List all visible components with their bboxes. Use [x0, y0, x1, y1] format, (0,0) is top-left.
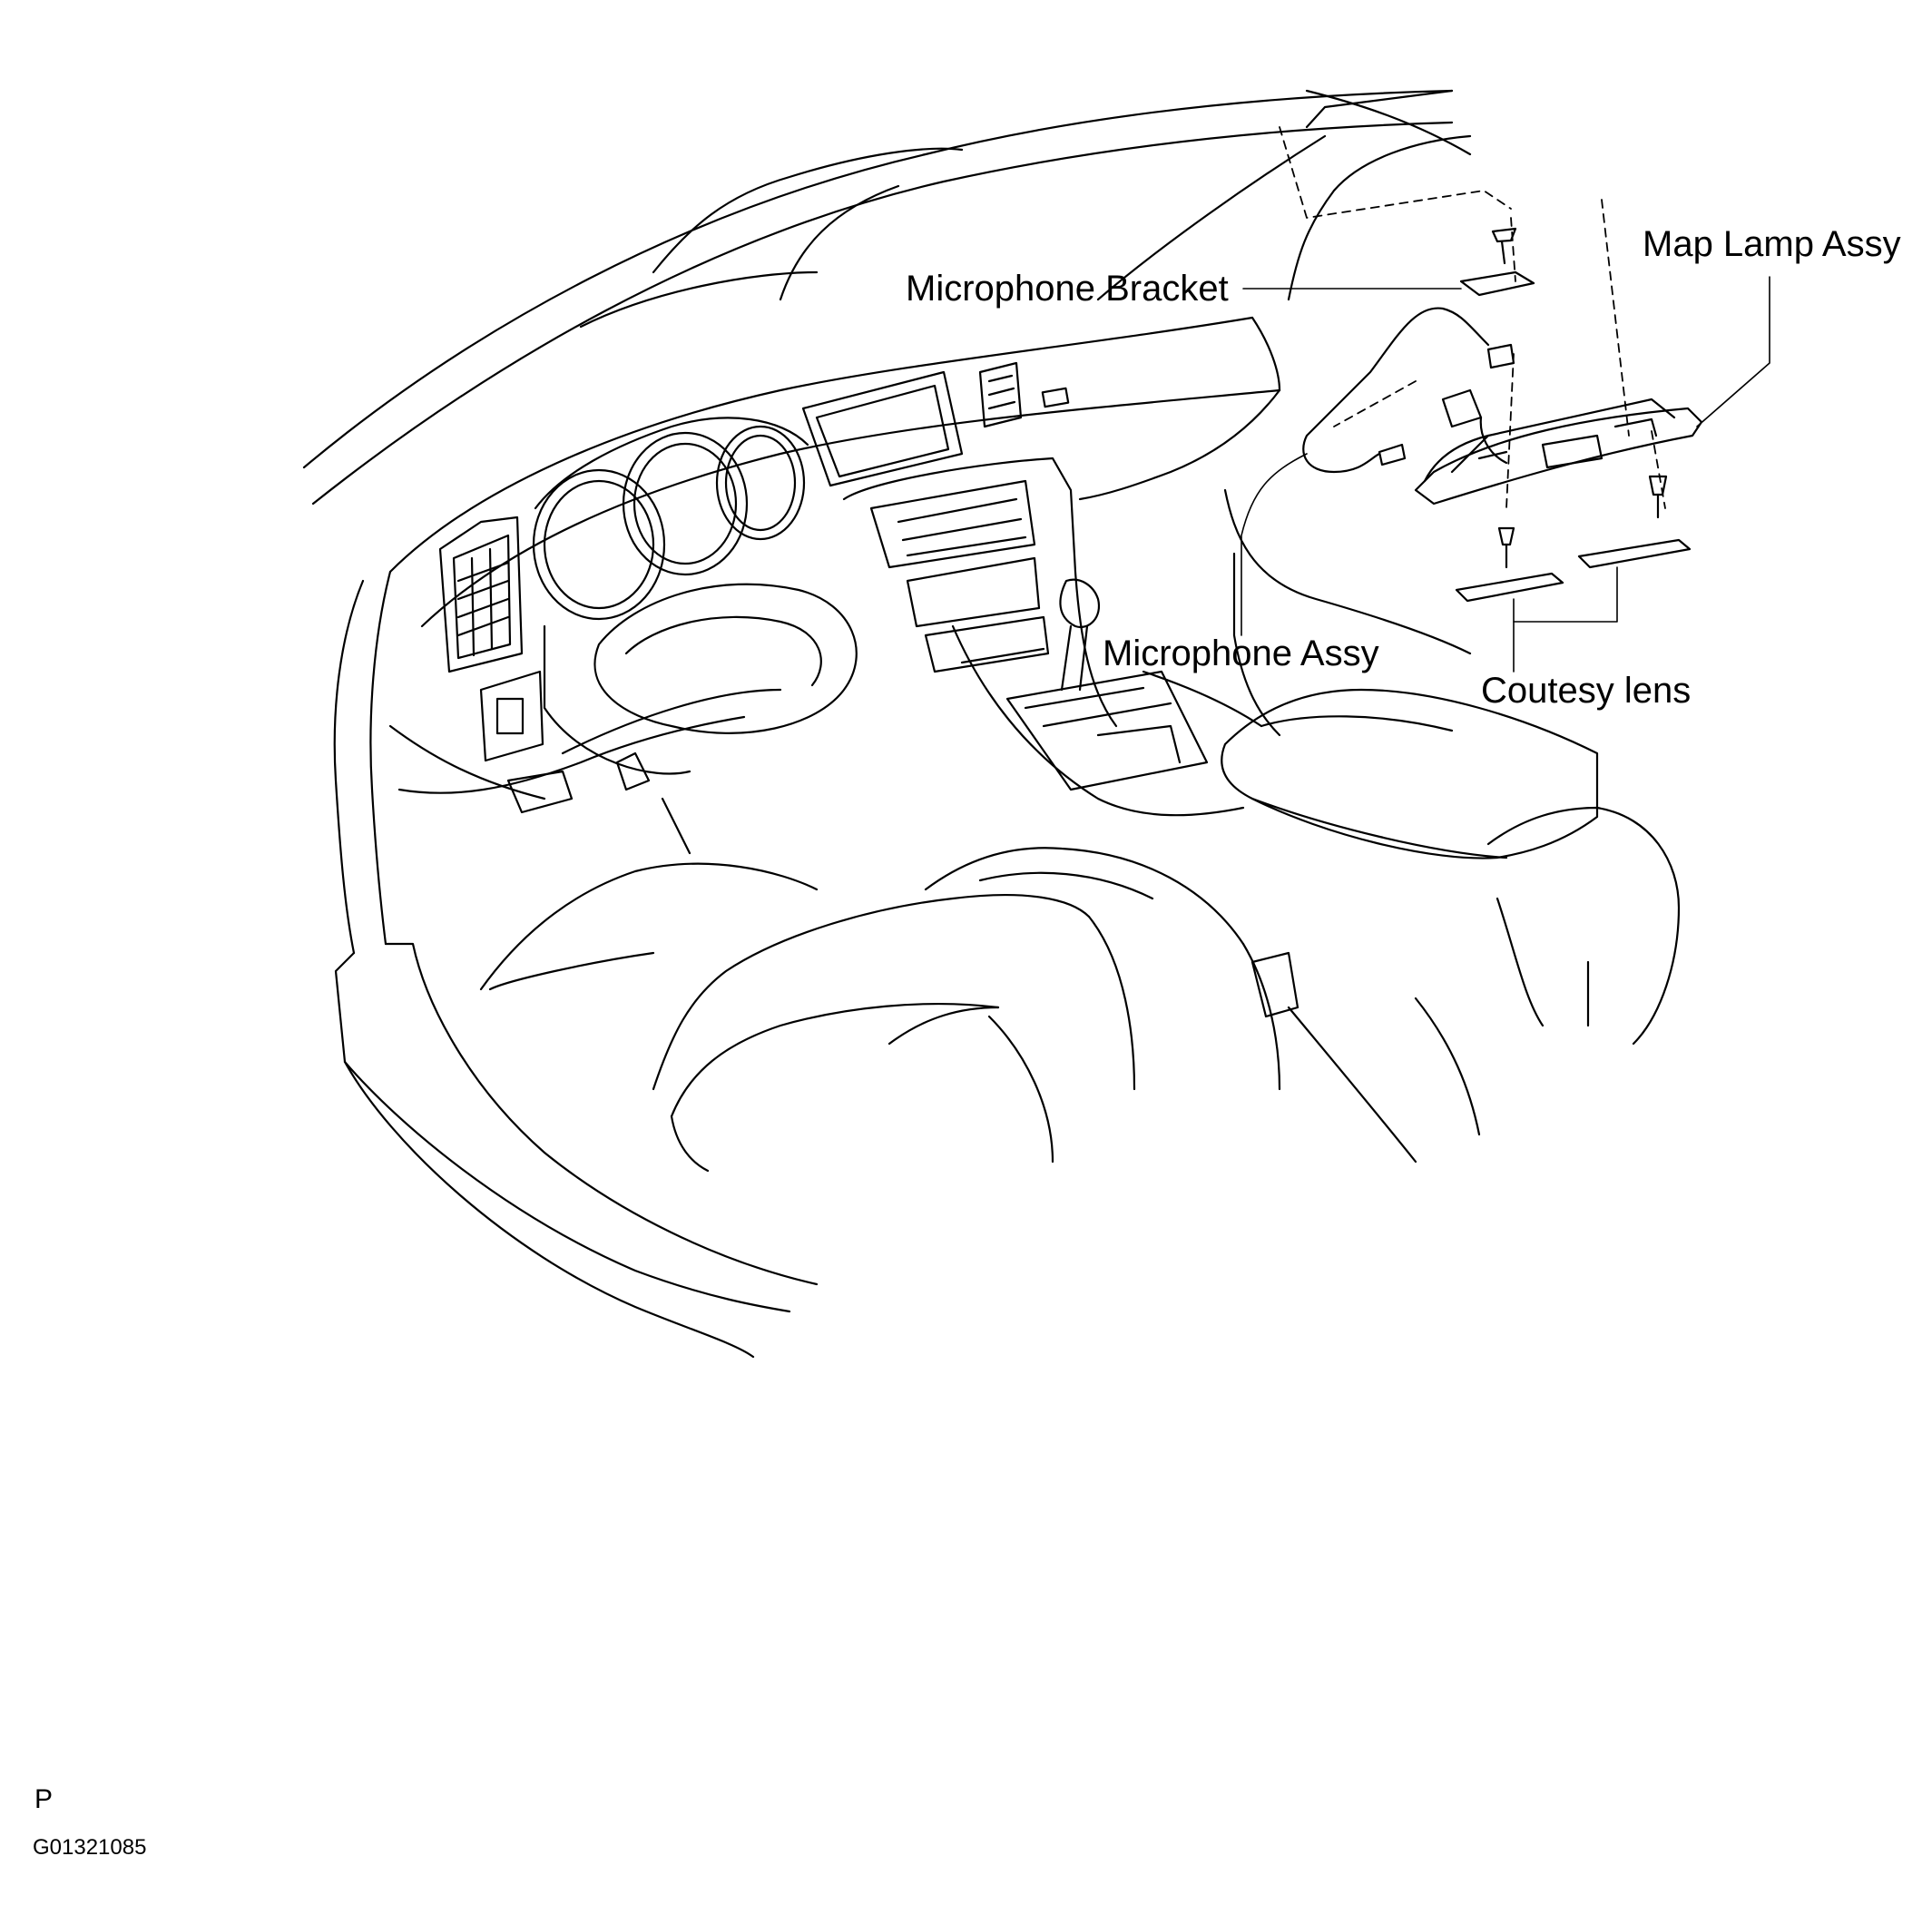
- center-console: [951, 578, 1263, 817]
- passenger-seat: [1250, 806, 1681, 1164]
- driver-seat: [479, 847, 1281, 1173]
- dashboard: [388, 316, 1281, 800]
- map-lamp-part: [1414, 398, 1703, 506]
- label-microphone-bracket: Microphone Bracket: [906, 269, 1229, 309]
- label-map-lamp-assy: Map Lamp Assy: [1643, 224, 1901, 264]
- screws: [1497, 475, 1668, 569]
- roof-outline: [302, 89, 1472, 506]
- view-code: P: [34, 1784, 54, 1814]
- left-vent: [438, 516, 544, 762]
- gauge-cluster: [532, 417, 809, 621]
- label-courtesy-lens: Coutesy lens: [1481, 671, 1692, 711]
- a-pillar: [333, 570, 819, 1359]
- armrest: [1221, 688, 1599, 859]
- courtesy-lenses: [1455, 538, 1692, 603]
- label-microphone-assy: Microphone Assy: [1103, 633, 1379, 673]
- figure-id: G01321085: [33, 1835, 147, 1860]
- steering-wheel: [543, 583, 858, 775]
- leader-lines: [1241, 276, 1770, 673]
- pedals: [506, 751, 691, 855]
- microphone-assy-part: [1302, 307, 1515, 474]
- right-door: [1223, 488, 1472, 737]
- microphone-bracket-part: [1459, 227, 1535, 297]
- center-stack: [801, 361, 1118, 728]
